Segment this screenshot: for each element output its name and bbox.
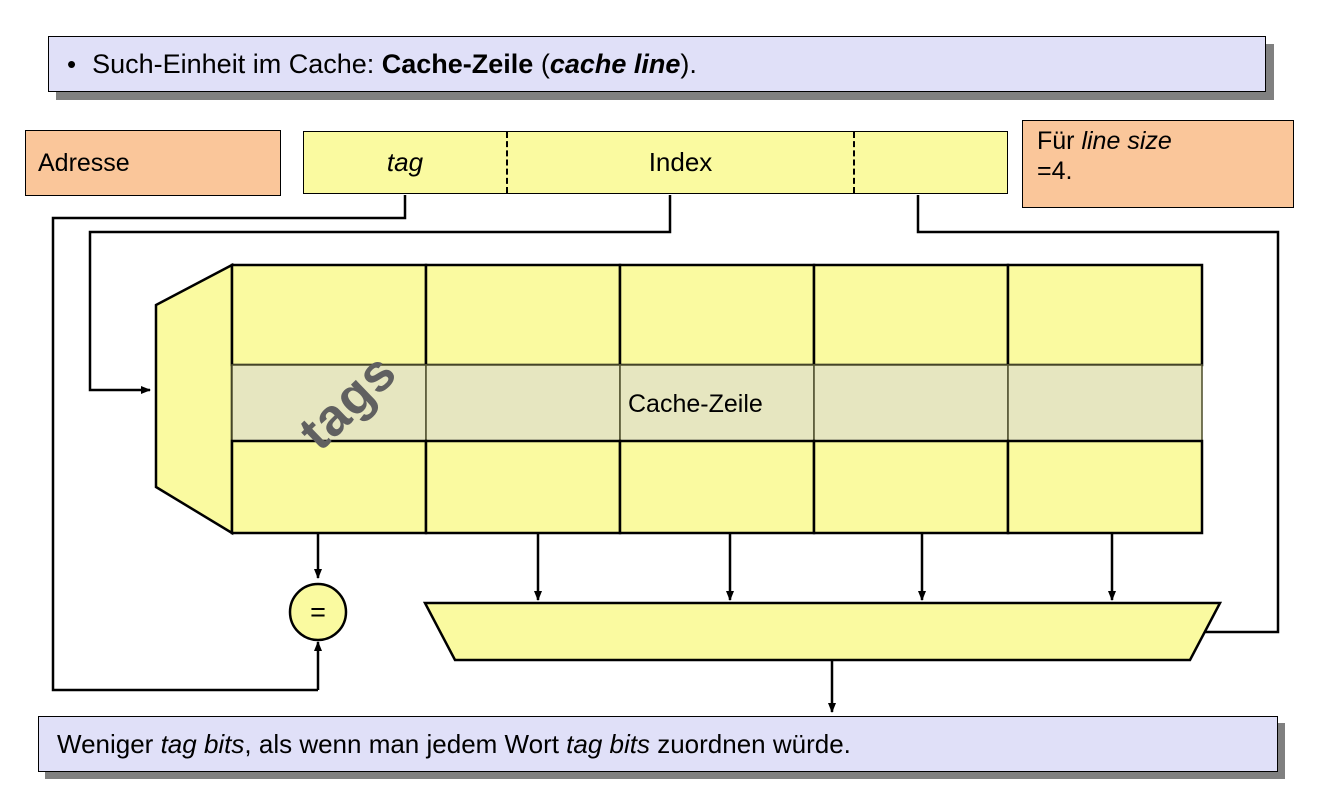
footer-text-italic-1: tag bits: [160, 728, 245, 759]
cache-line-label: Cache-Zeile: [628, 390, 763, 418]
footer-banner: Weniger tag bits, als wenn man jedem Wor…: [38, 716, 1278, 772]
cache-cell: [1006, 439, 1204, 535]
bullet-text-bold: Cache-Zeile: [381, 48, 534, 79]
address-label-box: Adresse: [25, 130, 281, 196]
cache-cell-highlighted: [425, 364, 621, 442]
line-size-note-italic: line size: [1081, 127, 1172, 155]
address-segment-index: Index: [648, 147, 713, 177]
bullet-text-paren-close: ).: [680, 48, 697, 79]
footer-text-part-2: , als wenn man jedem Wort: [244, 728, 567, 759]
address-field-bar: tag Index: [303, 131, 1008, 194]
line-size-note-box: Für line size =4.: [1022, 120, 1294, 208]
address-label: Adresse: [38, 148, 130, 177]
footer-text-part-1: Weniger: [57, 728, 161, 759]
bullet-text-paren-open: (: [533, 48, 550, 79]
footer-text-part-3: zuordnen würde.: [650, 728, 851, 759]
line-size-note-prefix: Für: [1037, 127, 1082, 155]
line-size-note-line-2: =4.: [1037, 156, 1073, 185]
tags-label: tags: [287, 342, 409, 462]
cache-cell: [618, 263, 816, 367]
bullet-text: Such-Einheit im Cache: Cache-Zeile (cach…: [92, 49, 697, 80]
line-size-note-line-1: Für line size: [1037, 127, 1293, 157]
cache-cell: [424, 439, 622, 535]
address-divider-2: [853, 132, 855, 193]
footer-text: Weniger tag bits, als wenn man jedem Wor…: [57, 729, 851, 760]
cache-cell: [812, 439, 1010, 535]
bullet-text-bold-italic: cache line: [549, 48, 681, 79]
bullet-marker-icon: •: [67, 49, 77, 79]
comparator-label: =: [310, 596, 326, 627]
address-divider-1: [506, 132, 508, 193]
connector-data-to-mux: [534, 533, 1116, 601]
connector-offset-to-mux: [916, 195, 1280, 636]
bullet-text-part-1: Such-Einheit im Cache:: [92, 48, 382, 79]
cache-cell-highlighted: [813, 364, 1009, 442]
cache-cell: [618, 439, 816, 535]
address-segment-tag: tag: [386, 147, 424, 177]
bullet-banner: • Such-Einheit im Cache: Cache-Zeile (ca…: [48, 36, 1266, 92]
cache-cell-highlighted: [1007, 364, 1203, 442]
cache-cell: [812, 263, 1010, 367]
decoder-block: [154, 262, 234, 536]
footer-text-italic-2: tag bits: [566, 728, 650, 759]
multiplexer-block: [422, 601, 1223, 662]
cache-cell: [424, 263, 622, 367]
cache-cell: [1006, 263, 1204, 367]
address-segment-offset: [855, 132, 1007, 193]
